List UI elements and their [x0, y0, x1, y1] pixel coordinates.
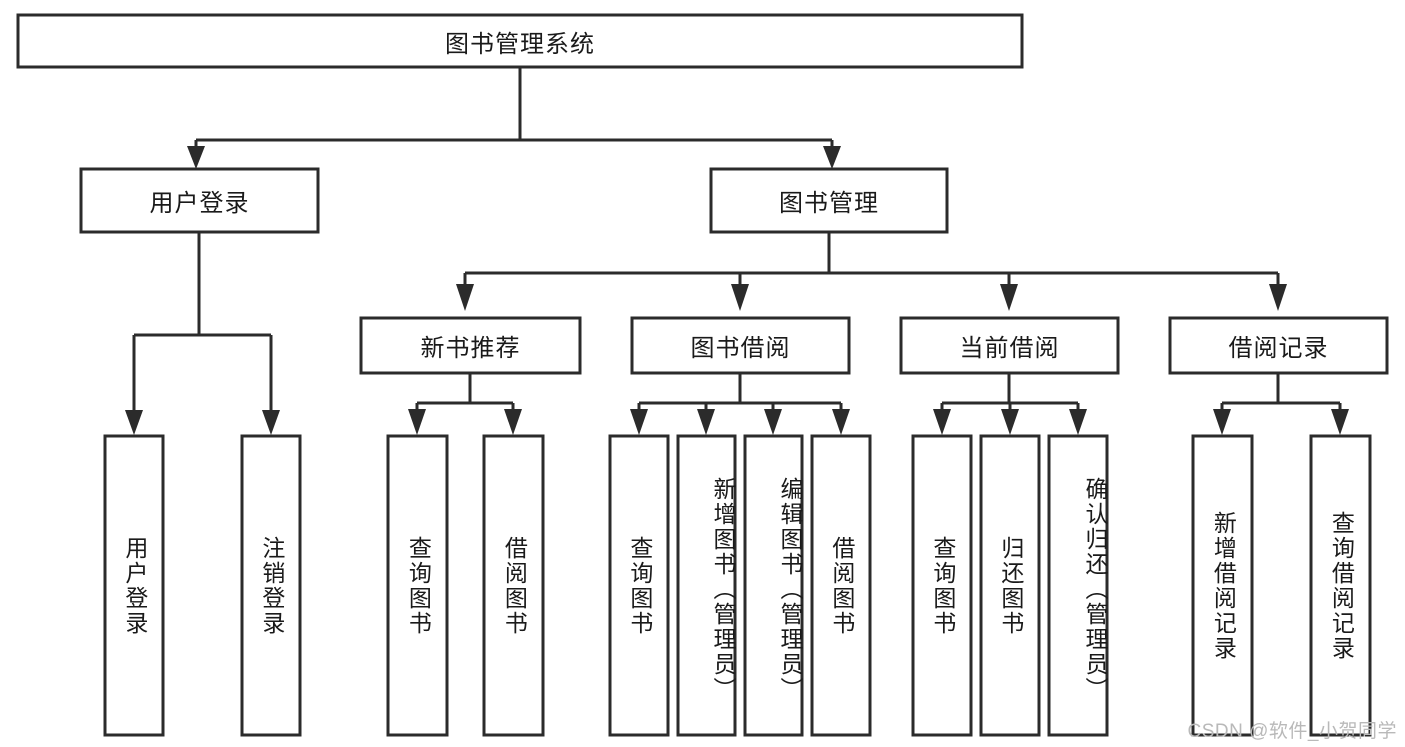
leaf-box-logout[interactable] [240, 434, 302, 737]
leaf-box-borrow-book-1[interactable] [482, 434, 545, 737]
leaf-box-confirm-return[interactable] [1047, 434, 1109, 737]
leaf-box-query-book-2[interactable] [608, 434, 670, 737]
leaf-box-edit-book[interactable] [743, 434, 804, 737]
connector-current-borrow-to-leaves [933, 373, 1087, 435]
leaf-box-user-login[interactable] [103, 434, 165, 737]
connector-user-login-to-leaves [125, 232, 280, 435]
node-root[interactable] [16, 13, 1024, 69]
node-book-borrow[interactable] [630, 316, 851, 375]
connector-book-management-to-level3 [456, 232, 1287, 311]
leaf-box-return-book[interactable] [979, 434, 1041, 737]
leaf-box-query-book-3[interactable] [911, 434, 973, 737]
node-book-management[interactable] [709, 167, 949, 234]
node-current-borrow[interactable] [899, 316, 1120, 375]
watermark-text: CSDN @软件_小贺同学 [1187, 721, 1397, 742]
connector-borrow-record-to-leaves [1213, 373, 1349, 435]
leaf-box-borrow-book-2[interactable] [810, 434, 872, 737]
connector-book-borrow-to-leaves [630, 373, 850, 435]
leaf-box-add-book[interactable] [676, 434, 737, 737]
connector-root-to-level2 [187, 67, 841, 169]
connector-new-book-recommend-to-leaves [408, 373, 522, 435]
leaf-box-add-record[interactable] [1191, 434, 1254, 737]
node-user-login[interactable] [79, 167, 320, 234]
node-borrow-record[interactable] [1168, 316, 1389, 375]
leaf-box-query-record[interactable] [1309, 434, 1372, 737]
node-new-book-recommend[interactable] [359, 316, 582, 375]
leaf-box-query-book-1[interactable] [386, 434, 449, 737]
